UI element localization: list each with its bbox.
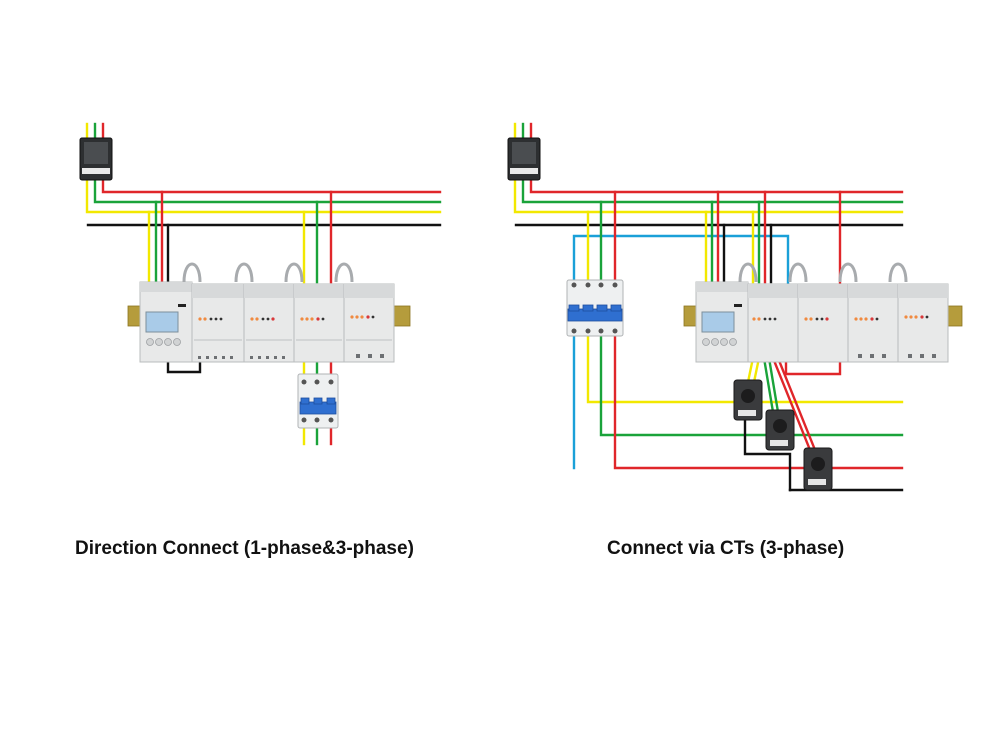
- ct-c-lead1: [771, 356, 812, 452]
- r-load-a: [586, 332, 904, 404]
- jumper-wire: [166, 358, 202, 374]
- ct-c-lead2: [776, 356, 817, 452]
- meter-module-1: [191, 283, 245, 363]
- r-meter-module-4: [897, 283, 949, 363]
- current-transformer-a: [733, 379, 763, 421]
- meter-module-3: [293, 283, 345, 363]
- three-pole-mcb: [297, 373, 339, 429]
- bus-phase-a: [85, 170, 442, 214]
- meter-module-2: [243, 283, 295, 363]
- r-meter-module-2: [797, 283, 849, 363]
- r-bus-loop-1: [738, 262, 758, 283]
- four-pole-mcb: [566, 279, 624, 337]
- bus-loop-2: [234, 262, 254, 283]
- meter-module-4: [343, 283, 395, 363]
- ct-b-lead2: [767, 356, 780, 414]
- caption-direct-connect: Direction Connect (1-phase&3-phase): [75, 538, 414, 559]
- bus-phase-c: [101, 170, 442, 194]
- direct-connect-diagram: [79, 122, 442, 446]
- bus-loop-4: [334, 262, 354, 283]
- r-bus-phase-a: [513, 170, 904, 214]
- lcd-display-right: [701, 311, 735, 333]
- r-bus-loop-2: [788, 262, 808, 283]
- left-bus-wires: [85, 122, 442, 446]
- current-transformer-b: [765, 409, 795, 451]
- meter-assembly-left: [139, 262, 395, 363]
- current-transformer-c: [803, 447, 833, 491]
- right-bus-wires: [513, 122, 904, 492]
- ct-b-lead1: [762, 356, 775, 414]
- terminals-left: [198, 354, 384, 359]
- r-bus-phase-c: [529, 170, 904, 194]
- r-load-b: [599, 332, 904, 437]
- meter-assembly-right: [695, 262, 949, 363]
- r-bus-phase-b: [521, 170, 904, 204]
- ct-neutral: [743, 418, 792, 492]
- r-meter-module-1: [747, 283, 799, 363]
- ct-connect-diagram: [507, 122, 963, 492]
- main-breaker-right: [507, 137, 541, 181]
- r-meter-module-3: [847, 283, 899, 363]
- bus-phase-b: [93, 170, 442, 204]
- main-breaker-left: [79, 137, 113, 181]
- bus-loop-3: [284, 262, 304, 283]
- caption-ct-connect: Connect via CTs (3-phase): [607, 538, 845, 559]
- r-bus-loop-4: [888, 262, 908, 283]
- r-bus-loop-3: [838, 262, 858, 283]
- r-red-loop: [784, 190, 842, 376]
- lcd-display: [145, 311, 179, 333]
- bus-loop-1: [182, 262, 202, 283]
